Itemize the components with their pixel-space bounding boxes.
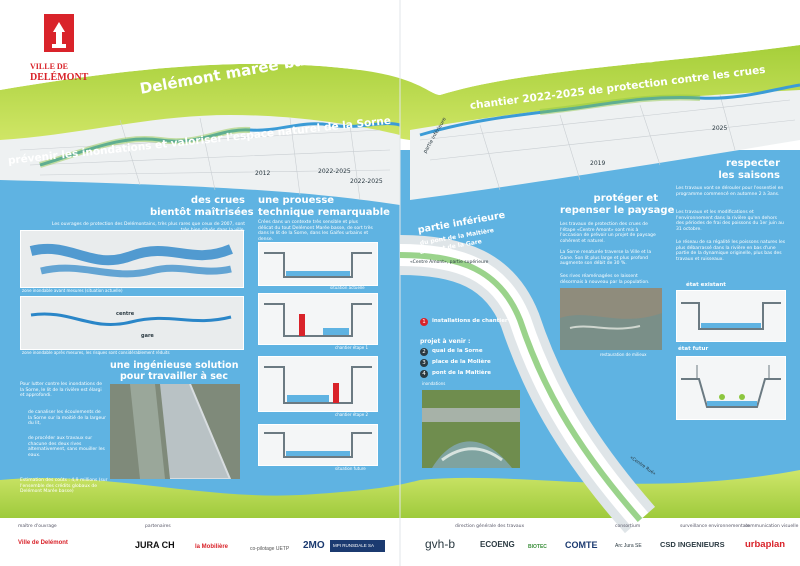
legend-num-1: 1 — [420, 318, 428, 326]
crues-title-1: des crues — [190, 195, 245, 206]
map-year-2012: 2012 — [255, 170, 271, 177]
footer-logo-mpi: MPI RUNSDALE SA — [333, 543, 375, 548]
ingenieuse-title-2: pour travailler à sec — [120, 371, 228, 382]
saisons-body: Les travaux vont se dérouler pour l'esse… — [676, 186, 784, 197]
footer-group-direction: direction générale des travaux — [455, 524, 525, 529]
footer-group-communication: communication visuelle — [745, 524, 799, 529]
footer-group-maitre: maître d'ouvrage — [18, 524, 57, 529]
partie-photo-caption: inondations — [422, 381, 446, 386]
footer-group-surveillance: surveillance environnementale — [680, 524, 750, 529]
footer-logo-urbaplan: urbaplan — [745, 539, 786, 550]
state-existing-diagram — [676, 290, 786, 342]
right-map-river — [399, 252, 643, 522]
proteger-title-2: repenser le paysage — [560, 205, 675, 216]
footer-logo-gvhb: gvh-b — [425, 537, 456, 551]
footer-logo-comte: COMTE — [565, 540, 598, 550]
prouesse-title-2: technique remarquable — [258, 207, 390, 218]
legend-text-3: place de la Molière — [432, 359, 491, 365]
prouesse-body: Crées dans un contexte très sensible et … — [258, 220, 373, 242]
footer-logo-jura: JURA CH — [135, 540, 175, 550]
saisons-title-2: les saisons — [718, 170, 780, 181]
map-label-amont: «Centre Amont», partie supérieure — [410, 260, 489, 265]
prouesse-caption-1: situation actuelle — [330, 285, 365, 290]
map-year-2025: 2025 — [712, 125, 728, 132]
proteger-title-1: protéger et — [593, 193, 658, 204]
flood-map-after: centre gare — [20, 296, 244, 350]
prouesse-caption-2: chantier étape 1 — [335, 345, 369, 350]
logo-line-1: VILLE DE — [30, 62, 69, 71]
section-diagram-4 — [258, 424, 378, 466]
ingenieuse-cost: Estimation des coûts : 4,9 millions (sur… — [20, 478, 108, 494]
prouesse-caption-3: chantier étape 2 — [335, 412, 369, 417]
prouesse-caption-4: situation future — [335, 466, 366, 471]
legend-num-4: 4 — [420, 370, 428, 378]
section-diagram-3 — [258, 356, 378, 412]
ingenieuse-bullet-1: de canaliser les écoulements de la Sorne… — [28, 410, 106, 426]
construction-photo — [110, 383, 240, 480]
legend-num-3: 3 — [420, 359, 428, 367]
footer-logo-delemont: Ville de Delémont — [18, 540, 68, 546]
footer-logo-uetp: co-pilotage UETP — [250, 546, 290, 552]
map-label-gare: gare — [141, 333, 154, 339]
river-photo — [422, 390, 520, 468]
restoration-photo — [560, 288, 662, 350]
legend-text-2: quai de la Sorne — [432, 348, 483, 354]
delemont-crest-icon — [44, 14, 74, 52]
legend-subheader: projet à venir : — [420, 338, 471, 345]
footer-logo-ecoeng: ECOENG — [480, 540, 515, 549]
proteger-body-2: La Sorne renaturée traverse la Ville et … — [560, 250, 652, 266]
crues-caption-2: zone inondable après mesures, les risque… — [22, 350, 170, 355]
footer-logo-2mo: 2MO — [303, 540, 325, 551]
ingenieuse-bullet-2: de procéder aux travaux sur chacune des … — [28, 436, 105, 458]
saisons-title-1: respecter — [725, 158, 780, 169]
footer-logo-mpi-box: MPI RUNSDALE SA — [330, 540, 385, 552]
footer-group-partenaires: partenaires — [145, 524, 171, 529]
proteger-photo-caption: restauration de milieux — [600, 352, 647, 357]
state-future-diagram — [676, 356, 786, 420]
saisons-body-3: Le réseau de sa régalité les poissons na… — [676, 240, 786, 262]
map-year-2019: 2019 — [590, 160, 606, 167]
saisons-body-2: Les travaux et les modifications et l'en… — [676, 210, 784, 232]
map-year-a: 2022-2025 — [318, 168, 351, 175]
prouesse-title-1: une prouesse — [258, 195, 335, 206]
map-strip-left — [0, 115, 400, 205]
proteger-body-3: Ses rives réaménagées se laissent désorm… — [560, 274, 650, 285]
footer-logo-mobiliere: la Mobilière — [195, 544, 229, 550]
map-river-left — [39, 122, 401, 167]
map-label-centre: centre — [116, 311, 135, 317]
map-river-right — [419, 83, 800, 137]
crues-title-2: bientôt maîtrisées — [150, 207, 254, 218]
legend-num-2: 2 — [420, 348, 428, 356]
footer-logo-csd: CSD INGENIEURS — [660, 540, 725, 549]
crues-caption-1: zone inondable avant mesures (situation … — [22, 288, 123, 293]
state-future-label: état futur — [678, 346, 709, 352]
map-year-b: 2022-2025 — [350, 178, 383, 185]
footer-logo-biotec: BIOTEC — [528, 544, 547, 550]
flood-map-before — [20, 230, 244, 288]
legend-text-4: pont de la Maltière — [432, 370, 492, 376]
proteger-body: Les travaux de protection des crues de l… — [560, 222, 656, 244]
delemont-logo: VILLE DE DELÉMONT — [30, 10, 88, 90]
footer-logo-arcjura: Arc Jura SE — [615, 543, 642, 549]
section-diagram-2 — [258, 293, 378, 345]
state-existing-label: état existant — [686, 282, 726, 288]
footer-group-consortium: consortium — [615, 524, 641, 529]
ingenieuse-body: Pour lutter contre les inondations de la… — [20, 382, 103, 398]
ingenieuse-title-1: une ingénieuse solution — [110, 360, 239, 371]
section-diagram-1 — [258, 242, 378, 286]
logo-line-2: DELÉMONT — [30, 72, 89, 83]
legend-text-1: installations de chantier — [432, 318, 508, 324]
